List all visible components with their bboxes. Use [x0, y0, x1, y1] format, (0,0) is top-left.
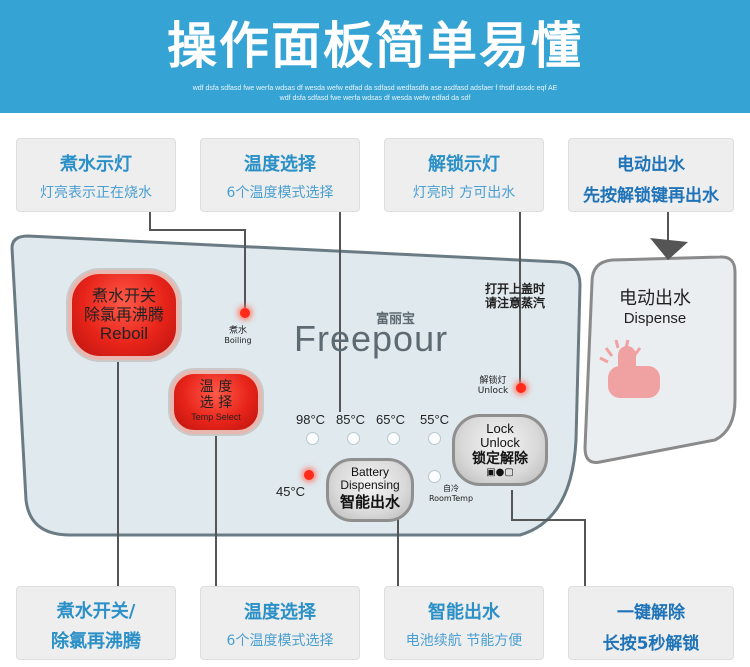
callout-electric-dispense: 电动出水 先按解锁键再出水	[568, 138, 734, 212]
roomtemp-label: 自冷 RoomTemp	[428, 484, 474, 504]
callout-temp-select-bottom: 温度选择 6个温度模式选择	[200, 586, 360, 660]
callout-sub: 6个温度模式选择	[226, 185, 334, 201]
callout-boiling-indicator: 煮水示灯 灯亮表示正在烧水	[16, 138, 176, 212]
roomtemp-led	[428, 470, 441, 483]
header-banner: 操作面板简单易懂 wdf dsfa sdfasd fwe werfa wdsas…	[0, 0, 750, 113]
temp-button-line3: Temp Select	[191, 412, 241, 422]
dispense-panel[interactable]: 电动出水 Dispense	[600, 284, 710, 327]
roomtemp-label-en: RoomTemp	[428, 494, 474, 503]
lid-warning: 打开上盖时 请注意蒸汽	[470, 282, 560, 310]
boiling-label: 煮水 Boiling	[208, 326, 268, 346]
dispense-panel-title: 电动出水	[619, 288, 691, 309]
unlock-label: 解锁灯 Unlock	[466, 376, 520, 396]
callout-sub: 6个温度模式选择	[226, 633, 334, 649]
dispense-button-line1: Battery	[350, 465, 389, 479]
callout-smart-dispense: 智能出水 电池续航 节能方便	[384, 586, 544, 660]
callout-temp-select: 温度选择 6个温度模式选择	[200, 138, 360, 212]
dispense-panel-shape	[583, 255, 737, 464]
boiling-indicator-led	[240, 308, 250, 318]
callout-sub: 除氯再沸腾	[51, 631, 141, 652]
callout-sub: 灯亮表示正在烧水	[40, 185, 152, 201]
lock-icon: ▣●▢	[486, 467, 514, 478]
hand-icon	[599, 339, 660, 398]
lock-unlock-button[interactable]: Lock Unlock 锁定解除 ▣●▢	[452, 414, 548, 486]
temp-45-led	[304, 470, 314, 480]
brand-logo-cn: 富丽宝	[376, 312, 416, 327]
temp-button-line2: 选 择	[199, 395, 233, 411]
banner-subtitle-line1: wdf dsfa sdfasd fwe werfa wdsas df wesda…	[192, 85, 558, 92]
callout-title: 电动出水	[617, 155, 685, 175]
callout-sub: 电池续航 节能方便	[405, 633, 523, 649]
callout-sub: 长按5秒解锁	[602, 634, 700, 654]
lid-warning-line2: 请注意蒸汽	[484, 296, 545, 310]
dispense-panel-sub: Dispense	[623, 310, 687, 327]
unlock-label-en: Unlock	[477, 386, 509, 396]
banner-subtitle: wdf dsfa sdfasd fwe werfa wdsas df wesda…	[120, 84, 630, 104]
callout-title: 温度选择	[244, 154, 316, 175]
dispense-button-line3: 智能出水	[339, 493, 400, 511]
reboil-button-line1: 煮水开关	[91, 286, 156, 305]
boiling-label-en: Boiling	[224, 336, 252, 345]
callout-reboil: 煮水开关/ 除氯再沸腾	[16, 586, 176, 660]
reboil-button[interactable]: 煮水开关 除氯再沸腾 Reboil	[68, 270, 180, 360]
temp-98-label: 98°C	[296, 412, 326, 427]
temp-55-led	[428, 432, 441, 445]
unlock-indicator-led	[516, 383, 526, 393]
callout-title: 智能出水	[428, 602, 500, 623]
unlock-label-cn: 解锁灯	[479, 376, 507, 386]
lock-button-line1: Lock	[486, 421, 514, 436]
reboil-button-line3: Reboil	[99, 324, 149, 343]
temp-select-button[interactable]: 温 度 选 择 Temp Select	[170, 370, 262, 434]
callout-one-key-unlock: 一键解除 长按5秒解锁	[568, 586, 734, 660]
temp-65-led	[387, 432, 400, 445]
banner-subtitle-line2: wdf dsfa sdfasd fwe werfa wdsas df wesda…	[279, 95, 471, 102]
brand-logo: Freepour	[294, 318, 449, 359]
callout-title: 煮水开关/	[56, 601, 136, 622]
boiling-label-cn: 煮水	[228, 326, 247, 336]
temp-85-label: 85°C	[336, 412, 366, 427]
reboil-button-line2: 除氯再沸腾	[83, 305, 164, 324]
lid-warning-line1: 打开上盖时	[484, 282, 545, 296]
banner-title: 操作面板简单易懂	[167, 17, 583, 75]
callout-unlock-indicator: 解锁示灯 灯亮时 方可出水	[384, 138, 544, 212]
arrow-to-dispense	[650, 238, 688, 260]
roomtemp-label-cn: 自冷	[443, 484, 459, 493]
temp-98-led	[306, 432, 319, 445]
callout-title: 解锁示灯	[428, 154, 500, 175]
battery-dispense-button[interactable]: Battery Dispensing 智能出水	[326, 458, 414, 522]
callout-title: 煮水示灯	[60, 154, 132, 175]
callout-title: 温度选择	[244, 602, 316, 623]
lock-button-line2: Unlock	[480, 435, 520, 450]
temp-85-led	[347, 432, 360, 445]
callout-title: 一键解除	[617, 603, 685, 623]
temp-45-label: 45°C	[276, 484, 306, 499]
lock-button-line3: 锁定解除	[472, 451, 528, 467]
callout-sub: 灯亮时 方可出水	[412, 185, 516, 201]
temp-65-label: 65°C	[376, 412, 406, 427]
temp-button-line1: 温 度	[199, 379, 233, 395]
temp-55-label: 55°C	[420, 412, 450, 427]
callout-sub: 先按解锁键再出水	[583, 186, 719, 206]
dispense-button-line2: Dispensing	[340, 478, 400, 492]
